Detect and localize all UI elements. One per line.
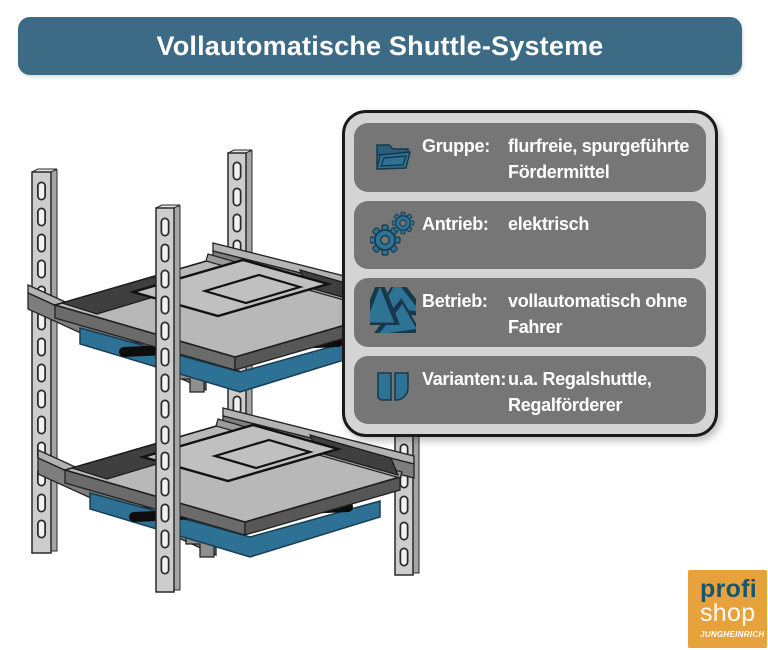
info-value: vollautomatisch ohne Fahrer bbox=[508, 291, 688, 337]
info-label: Varianten: bbox=[422, 368, 507, 389]
cycle-arrows-icon bbox=[364, 285, 422, 333]
info-label: Gruppe: bbox=[422, 136, 490, 156]
profishop-logo: profi shop JUNGHEINRICH bbox=[688, 570, 767, 648]
rack-post-left bbox=[31, 168, 58, 554]
logo-word-profi: profi bbox=[700, 575, 758, 603]
logo-brand-jungheinrich: JUNGHEINRICH bbox=[700, 630, 765, 639]
folder-open-icon bbox=[364, 130, 422, 178]
page-title: Vollautomatische Shuttle-Systeme bbox=[156, 30, 604, 61]
info-value: flurfreie, spurgeführte Fördermittel bbox=[508, 136, 690, 182]
logo-word-shop: shop bbox=[700, 599, 756, 627]
pages-icon bbox=[364, 363, 422, 411]
info-row-betrieb: Betrieb: vollautomatisch ohne Fahrer bbox=[354, 278, 706, 347]
info-row-gruppe: Gruppe: flurfreie, spurgeführte Fördermi… bbox=[354, 123, 706, 192]
title-banner: Vollautomatische Shuttle-Systeme bbox=[18, 17, 742, 75]
info-label: Betrieb: bbox=[422, 291, 488, 311]
info-value: elektrisch bbox=[508, 213, 590, 234]
rack-post-front bbox=[155, 204, 181, 593]
info-row-antrieb: Antrieb: elektrisch bbox=[354, 200, 706, 269]
info-panel: Gruppe: flurfreie, spurgeführte Fördermi… bbox=[342, 110, 718, 437]
info-label: Antrieb: bbox=[422, 213, 489, 234]
gears-icon bbox=[364, 208, 422, 256]
info-row-varianten: Varianten: u.a. Regalshuttle, Regalförde… bbox=[354, 355, 706, 424]
info-value: u.a. Regalshuttle, Regalförderer bbox=[508, 368, 652, 415]
